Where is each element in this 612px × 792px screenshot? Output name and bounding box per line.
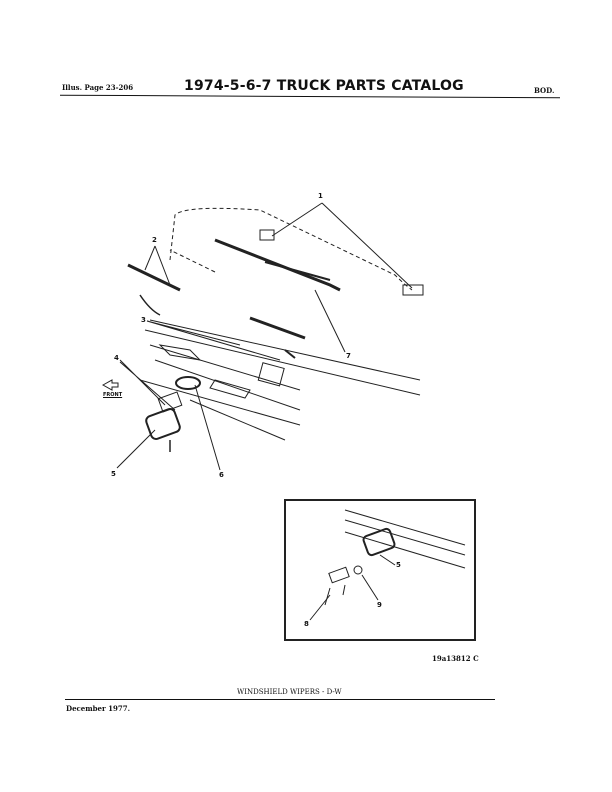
front-label: FRONT (103, 392, 123, 398)
illus-page-ref: Illus. Page 23-206 (62, 83, 134, 92)
inset-callout-5: 5 (396, 561, 401, 569)
callout-5: 5 (111, 470, 116, 478)
section-code: BOD. (534, 86, 555, 95)
inset-callout-8: 8 (304, 620, 309, 628)
callout-3: 3 (141, 316, 146, 324)
footer-date: December 1977. (66, 704, 131, 713)
inset-callout-9: 9 (377, 601, 382, 609)
figure-id: 19a13812 C (432, 654, 479, 663)
callout-2: 2 (152, 236, 157, 244)
callout-7: 7 (346, 352, 351, 360)
figure-caption: WINDSHIELD WIPERS - D-W (237, 688, 342, 696)
callout-6: 6 (219, 471, 224, 479)
footer-rule (65, 699, 495, 701)
callout-1: 1 (318, 192, 323, 200)
callout-4: 4 (114, 354, 119, 362)
page-title: 1974-5-6-7 TRUCK PARTS CATALOG (184, 78, 464, 94)
